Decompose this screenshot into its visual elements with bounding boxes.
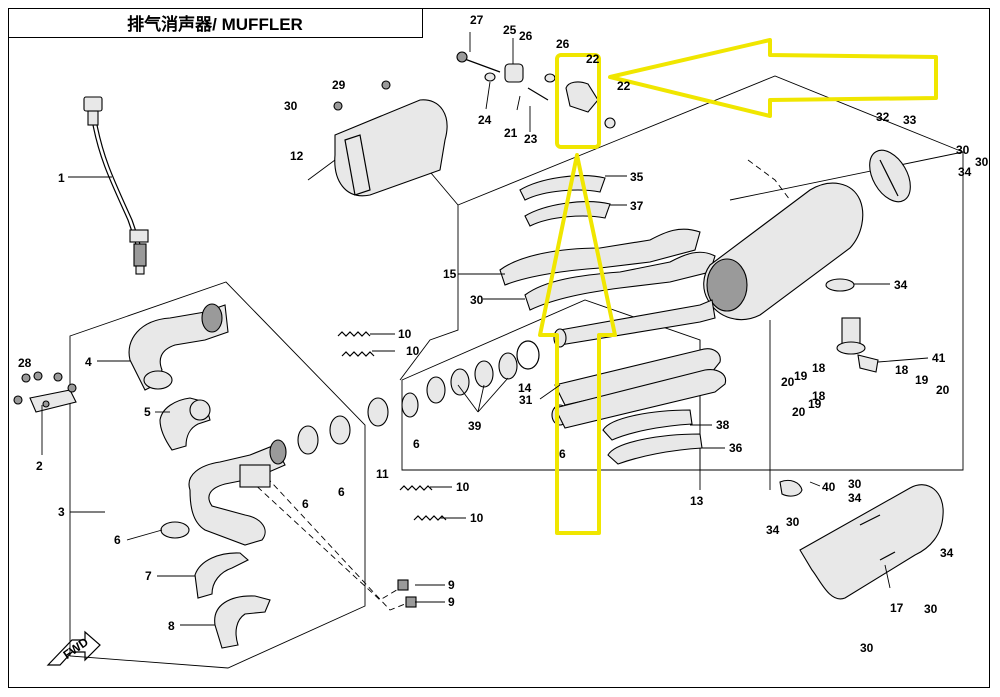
callout-30g: 30 bbox=[924, 602, 938, 616]
callout-26a: 25 bbox=[503, 23, 517, 37]
bolts-9 bbox=[397, 579, 417, 608]
callout-19a: 19 bbox=[794, 369, 808, 383]
callout-6e: 6 bbox=[559, 447, 566, 461]
callout-25: 24 bbox=[478, 113, 492, 127]
heat-shield-17 bbox=[799, 484, 944, 600]
callout-20c: 20 bbox=[792, 405, 806, 419]
header-pipe-4 bbox=[128, 303, 229, 391]
hanger-bracket-parts bbox=[456, 51, 616, 129]
spring-dashed-leader-2 bbox=[259, 469, 411, 611]
callout-1: 1 bbox=[58, 171, 65, 185]
callout-22a: 21 bbox=[504, 126, 518, 140]
callout-41: 40 bbox=[822, 480, 836, 494]
callout-2: 2 bbox=[36, 459, 43, 473]
clamp-dashed-leader bbox=[747, 159, 791, 201]
callout-32: 31 bbox=[519, 393, 533, 407]
group-12-outline bbox=[399, 159, 459, 381]
callout-6d: 6 bbox=[413, 437, 420, 451]
callout-6b: 6 bbox=[302, 497, 309, 511]
highlight-annotation bbox=[538, 38, 938, 535]
callout-38: 37 bbox=[630, 199, 644, 213]
callout-11: 11 bbox=[376, 467, 389, 481]
callout-23: 22 bbox=[586, 52, 600, 66]
bracket-assembly bbox=[13, 371, 77, 413]
callout-34d: 34 bbox=[766, 523, 780, 537]
callout-18b: 18 bbox=[895, 363, 909, 377]
callout-21: 41 bbox=[932, 351, 946, 365]
callout-27: 26 bbox=[519, 29, 533, 43]
callout-30b: 30 bbox=[284, 99, 298, 113]
callout-22b: 22 bbox=[617, 79, 631, 93]
callout-10c: 10 bbox=[456, 480, 470, 494]
pipe-elbow-5 bbox=[159, 397, 211, 451]
callout-8: 8 bbox=[168, 619, 175, 633]
callout-5: 5 bbox=[144, 405, 151, 419]
callout-30e: 30 bbox=[848, 477, 862, 491]
callout-12: 12 bbox=[290, 149, 304, 163]
callout-28: 27 bbox=[470, 13, 484, 27]
callout-30c: 30 bbox=[956, 143, 970, 157]
callout-19b: 19 bbox=[915, 373, 929, 387]
callout-9b: 9 bbox=[448, 595, 455, 609]
callout-15: 15 bbox=[443, 267, 457, 281]
clamp-41 bbox=[779, 479, 803, 497]
spark-arrestor bbox=[825, 278, 879, 373]
callout-35: 34 bbox=[894, 278, 908, 292]
callout-18c: 18 bbox=[812, 389, 826, 403]
callout-34c: 34 bbox=[848, 491, 862, 505]
diagram-title: 排气消声器/ MUFFLER bbox=[8, 8, 423, 38]
callout-30f: 30 bbox=[786, 515, 800, 529]
callout-30h: 30 bbox=[860, 641, 874, 655]
callout-18a: 18 bbox=[812, 361, 826, 375]
callout-34e: 34 bbox=[940, 546, 954, 560]
callout-labels: 1 2 3 4 5 6 6 6 6 6 7 8 9 9 10 10 10 10 … bbox=[18, 13, 989, 655]
group-3-outline bbox=[69, 281, 366, 669]
callout-10b: 10 bbox=[406, 344, 420, 358]
callout-39: 38 bbox=[716, 418, 730, 432]
callout-3: 3 bbox=[58, 505, 65, 519]
callout-24: 23 bbox=[524, 132, 538, 146]
end-cap-33 bbox=[869, 149, 911, 203]
callout-17: 17 bbox=[890, 601, 904, 615]
front-pipe-3 bbox=[188, 439, 287, 546]
heat-shield-12 bbox=[333, 80, 448, 197]
leader-lines bbox=[41, 32, 929, 626]
diagram-frame bbox=[8, 8, 990, 688]
callout-26b: 26 bbox=[556, 37, 570, 51]
callout-29: 28 bbox=[18, 356, 32, 370]
callout-31: 30 bbox=[470, 293, 484, 307]
callout-34a: 33 bbox=[903, 113, 917, 127]
callout-40: 39 bbox=[468, 419, 482, 433]
callout-19c: 19 bbox=[808, 397, 822, 411]
callout-30a: 29 bbox=[332, 78, 346, 92]
callout-34b: 34 bbox=[958, 165, 972, 179]
callout-10a: 10 bbox=[398, 327, 412, 341]
spring-dashed-leader bbox=[249, 479, 401, 601]
callout-20b: 20 bbox=[936, 383, 950, 397]
callout-37: 36 bbox=[729, 441, 743, 455]
callout-9a: 9 bbox=[448, 578, 455, 592]
callout-4: 4 bbox=[85, 355, 92, 369]
callout-13: 13 bbox=[690, 494, 704, 508]
callout-6a: 6 bbox=[114, 533, 121, 547]
heat-shields-7-8 bbox=[194, 552, 271, 649]
callout-6c: 6 bbox=[338, 485, 345, 499]
fwd-arrow-icon bbox=[46, 630, 101, 666]
callout-33: 32 bbox=[876, 110, 890, 124]
oxygen-sensor bbox=[83, 96, 149, 275]
callout-7: 7 bbox=[145, 569, 152, 583]
callout-14: 14 bbox=[518, 381, 532, 395]
callout-36: 35 bbox=[630, 170, 644, 184]
inner-divider bbox=[729, 151, 964, 201]
callout-10d: 10 bbox=[470, 511, 484, 525]
callout-20a: 20 bbox=[781, 375, 795, 389]
callout-30d: 30 bbox=[975, 155, 989, 169]
springs-10 bbox=[337, 331, 447, 521]
